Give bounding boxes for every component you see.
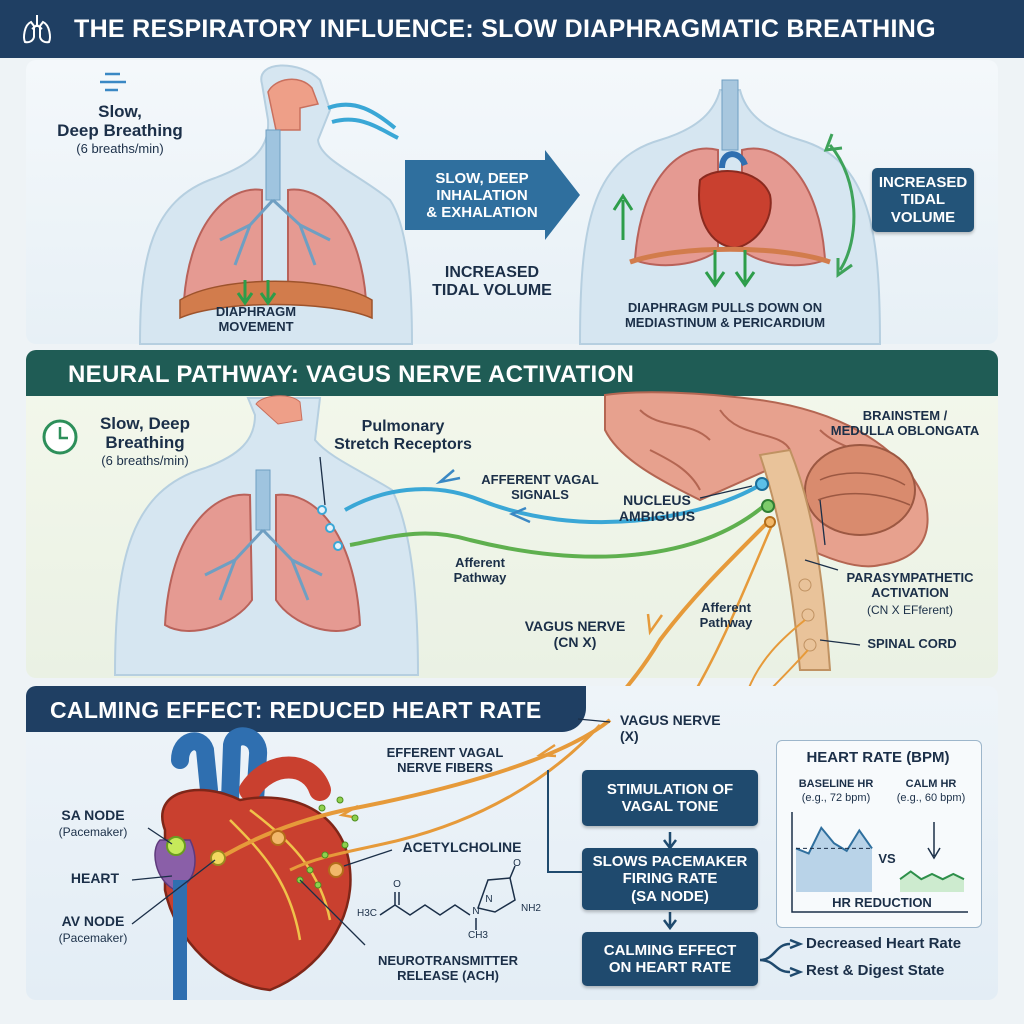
tidal-volume-label: INCREASED TIDAL VOLUME [432, 264, 552, 299]
flow-box-pacemaker: SLOWS PACEMAKER FIRING RATE (SA NODE) [582, 848, 758, 910]
vagus-nerve-label: VAGUS NERVE (CN X) [524, 618, 626, 650]
inhalation-arrow-label: SLOW, DEEP INHALATION & EXHALATION [426, 170, 538, 221]
vagus-x-label: VAGUS NERVE (X) [620, 712, 721, 744]
molecule-ch3: CH3 [467, 930, 488, 941]
lungs-icon [20, 12, 54, 51]
baseline-hr-sub: (e.g., 72 bpm) [801, 792, 871, 804]
neurotransmitter-label: NEUROTRANSMITTER RELEASE (ACH) [377, 953, 519, 983]
brainstem-label: BRAINSTEM / MEDULLA OBLONGATA [830, 408, 980, 438]
hr-series-line-0 [795, 825, 873, 855]
section2-title: NEURAL PATHWAY: VAGUS NERVE ACTIVATION [68, 361, 635, 388]
baseline-hr-label: BASELINE HR [798, 778, 874, 790]
diaphragm-pull-label: DIAPHRAGM PULLS DOWN ON MEDIASTINUM & PE… [624, 300, 826, 330]
flow-box-calming: CALMING EFFECT ON HEART RATE [582, 932, 758, 986]
molecule-n2: N [485, 894, 493, 905]
breathing-label-2: Slow, Deep Breathing [99, 414, 191, 453]
afferent-pathway-label-1: Afferent Pathway [453, 555, 507, 585]
av-node-sub: (Pacemaker) [58, 931, 128, 945]
spinal-cord-label: SPINAL CORD [867, 636, 957, 651]
calm-hr-sub: (e.g., 60 bpm) [896, 792, 966, 804]
section1-title: THE RESPIRATORY INFLUENCE: SLOW DIAPHRAG… [74, 15, 936, 43]
breathing-rate-2: (6 breaths/min) [101, 453, 189, 468]
hr-reduction-label: HR REDUCTION [832, 895, 932, 910]
calm-hr-label: CALM HR [905, 778, 957, 790]
afferent-signals-label: AFFERENT VAGAL SIGNALS [481, 472, 599, 502]
hr-chart-panel [776, 740, 982, 928]
sa-node-label: SA NODE [61, 807, 125, 823]
flow-box-stimulation: STIMULATION OF VAGAL TONE [582, 770, 758, 826]
outcome-decreased-hr: Decreased Heart Rate [806, 935, 962, 952]
section1-title-bar: THE RESPIRATORY INFLUENCE: SLOW DIAPHRAG… [0, 0, 1024, 58]
molecule-nh2: NH2 [520, 903, 541, 914]
sa-node-sub: (Pacemaker) [58, 825, 128, 839]
hr-vs-label: VS [878, 851, 896, 866]
nucleus-ambiguus-label: NUCLEUS AMBIGUUS [618, 492, 696, 524]
clock-icon [42, 419, 78, 455]
hr-chart-axes [791, 812, 968, 913]
hr-calm-arrow [927, 822, 941, 860]
stretch-receptors-label: Pulmonary Stretch Receptors [334, 418, 472, 453]
afferent-pathway-label-2: Afferent Pathway [699, 600, 753, 630]
breathing-rate-1: (6 breaths/min) [76, 141, 164, 156]
molecule-o: O [393, 879, 401, 890]
molecule-n1: N [472, 906, 480, 917]
molecule-o2: O [513, 858, 521, 869]
breathing-label-1: Slow, Deep Breathing [57, 102, 183, 141]
parasympathetic-label: PARASYMPATHETIC ACTIVATION [846, 570, 974, 600]
heart-label: HEART [70, 870, 120, 886]
acetylcholine-label: ACETYLCHOLINE [402, 839, 522, 855]
av-node-label: AV NODE [61, 913, 125, 929]
section3-title-bar: CALMING EFFECT: REDUCED HEART RATE [26, 686, 586, 732]
outcome-rest-digest: Rest & Digest State [806, 962, 945, 979]
hr-chart-title: HEART RATE (BPM) [806, 749, 950, 766]
section2-title-bar: NEURAL PATHWAY: VAGUS NERVE ACTIVATION [26, 350, 998, 396]
tidal-volume-box: INCREASED TIDAL VOLUME [872, 168, 974, 232]
hr-series-line-1 [899, 870, 965, 881]
diaphragm-label: DIAPHRAGM MOVEMENT [215, 304, 297, 334]
molecule-h3c: H3C [356, 908, 377, 919]
parasympathetic-sub: (CN X EFferent) [866, 603, 953, 617]
hr-series-area-0 [796, 827, 872, 892]
efferent-fibers-label: EFFERENT VAGAL NERVE FIBERS [386, 745, 504, 775]
section3-title: CALMING EFFECT: REDUCED HEART RATE [50, 697, 542, 723]
